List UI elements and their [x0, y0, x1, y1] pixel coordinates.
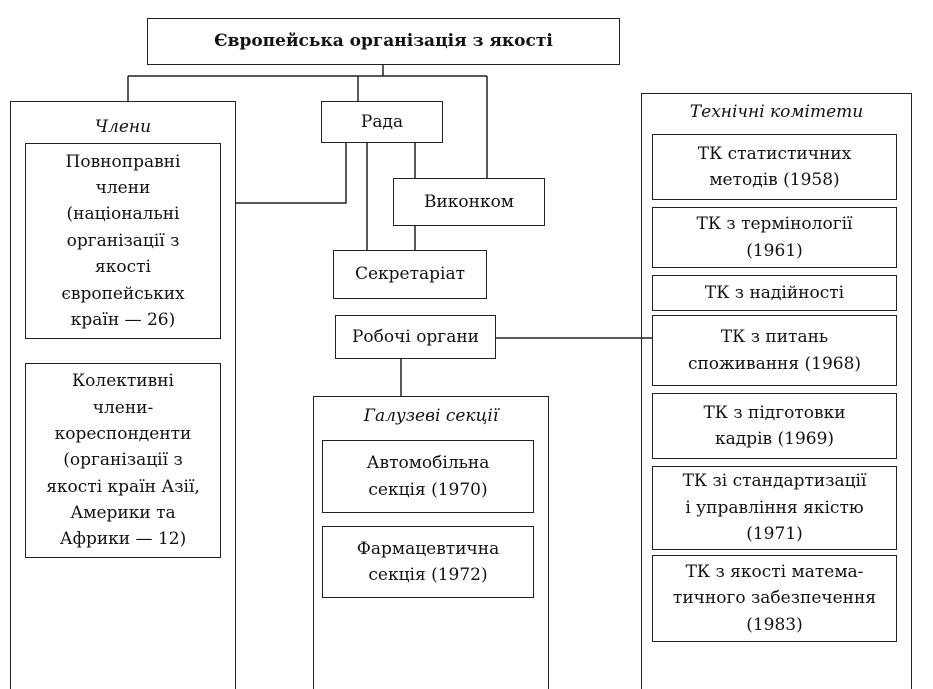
- committee-reliability-box: ТК з надійності: [652, 275, 897, 311]
- full-members-box: Повноправні члени (національні організац…: [25, 143, 221, 339]
- corresponding-members-text: Колективні члени- кореспонденти (організ…: [46, 371, 200, 550]
- working-bodies-box: Робочі органи: [335, 315, 496, 359]
- committee-statistics-box: ТК статистичних методів (1958): [652, 134, 897, 200]
- working-bodies-text: Робочі органи: [351, 326, 480, 347]
- line-council-to-members: [235, 143, 347, 204]
- title-text: Європейська організація з якості: [214, 31, 553, 52]
- secretariat-text: Секретаріат: [354, 264, 466, 285]
- section-automotive-box: Автомобільна секція (1970): [322, 440, 534, 513]
- council-text: Рада: [360, 111, 404, 132]
- executive-text: Виконком: [423, 191, 515, 212]
- members-frame: [10, 101, 236, 689]
- sections-frame: [313, 396, 549, 689]
- committee-software-quality-box: ТК з якості матема- тичного забезпечення…: [652, 555, 897, 642]
- committee-terminology-text: ТК з термінології (1961): [696, 214, 853, 261]
- sections-heading: Галузеві секції: [363, 406, 499, 426]
- committee-standardization-box: ТК зі стандартизації і управління якістю…: [652, 466, 897, 550]
- committees-heading: Технічні комітети: [689, 102, 864, 122]
- section-automotive-text: Автомобільна секція (1970): [366, 453, 490, 500]
- committees-frame: [641, 93, 912, 689]
- committee-software-quality-text: ТК з якості матема- тичного забезпечення…: [672, 561, 877, 635]
- committee-standardization-text: ТК зі стандартизації і управління якістю…: [682, 471, 867, 545]
- council-box: Рада: [321, 101, 443, 143]
- executive-box: Виконком: [393, 178, 545, 226]
- committee-training-text: ТК з підготовки кадрів (1969): [703, 402, 846, 449]
- full-members-text: Повноправні члени (національні організац…: [61, 151, 185, 330]
- committee-reliability-text: ТК з надійності: [704, 282, 845, 303]
- section-pharma-text: Фармацевтична секція (1972): [356, 538, 500, 585]
- secretariat-box: Секретаріат: [333, 250, 487, 299]
- members-heading: Члени: [94, 117, 152, 137]
- committee-terminology-box: ТК з термінології (1961): [652, 207, 897, 268]
- committee-consumption-text: ТК з питань споживання (1968): [687, 327, 862, 374]
- committee-training-box: ТК з підготовки кадрів (1969): [652, 393, 897, 459]
- title-box: Європейська організація з якості: [147, 18, 620, 65]
- corresponding-members-box: Колективні члени- кореспонденти (організ…: [25, 363, 221, 558]
- committee-consumption-box: ТК з питань споживання (1968): [652, 315, 897, 386]
- section-pharma-box: Фармацевтична секція (1972): [322, 526, 534, 598]
- committee-statistics-text: ТК статистичних методів (1958): [697, 143, 852, 190]
